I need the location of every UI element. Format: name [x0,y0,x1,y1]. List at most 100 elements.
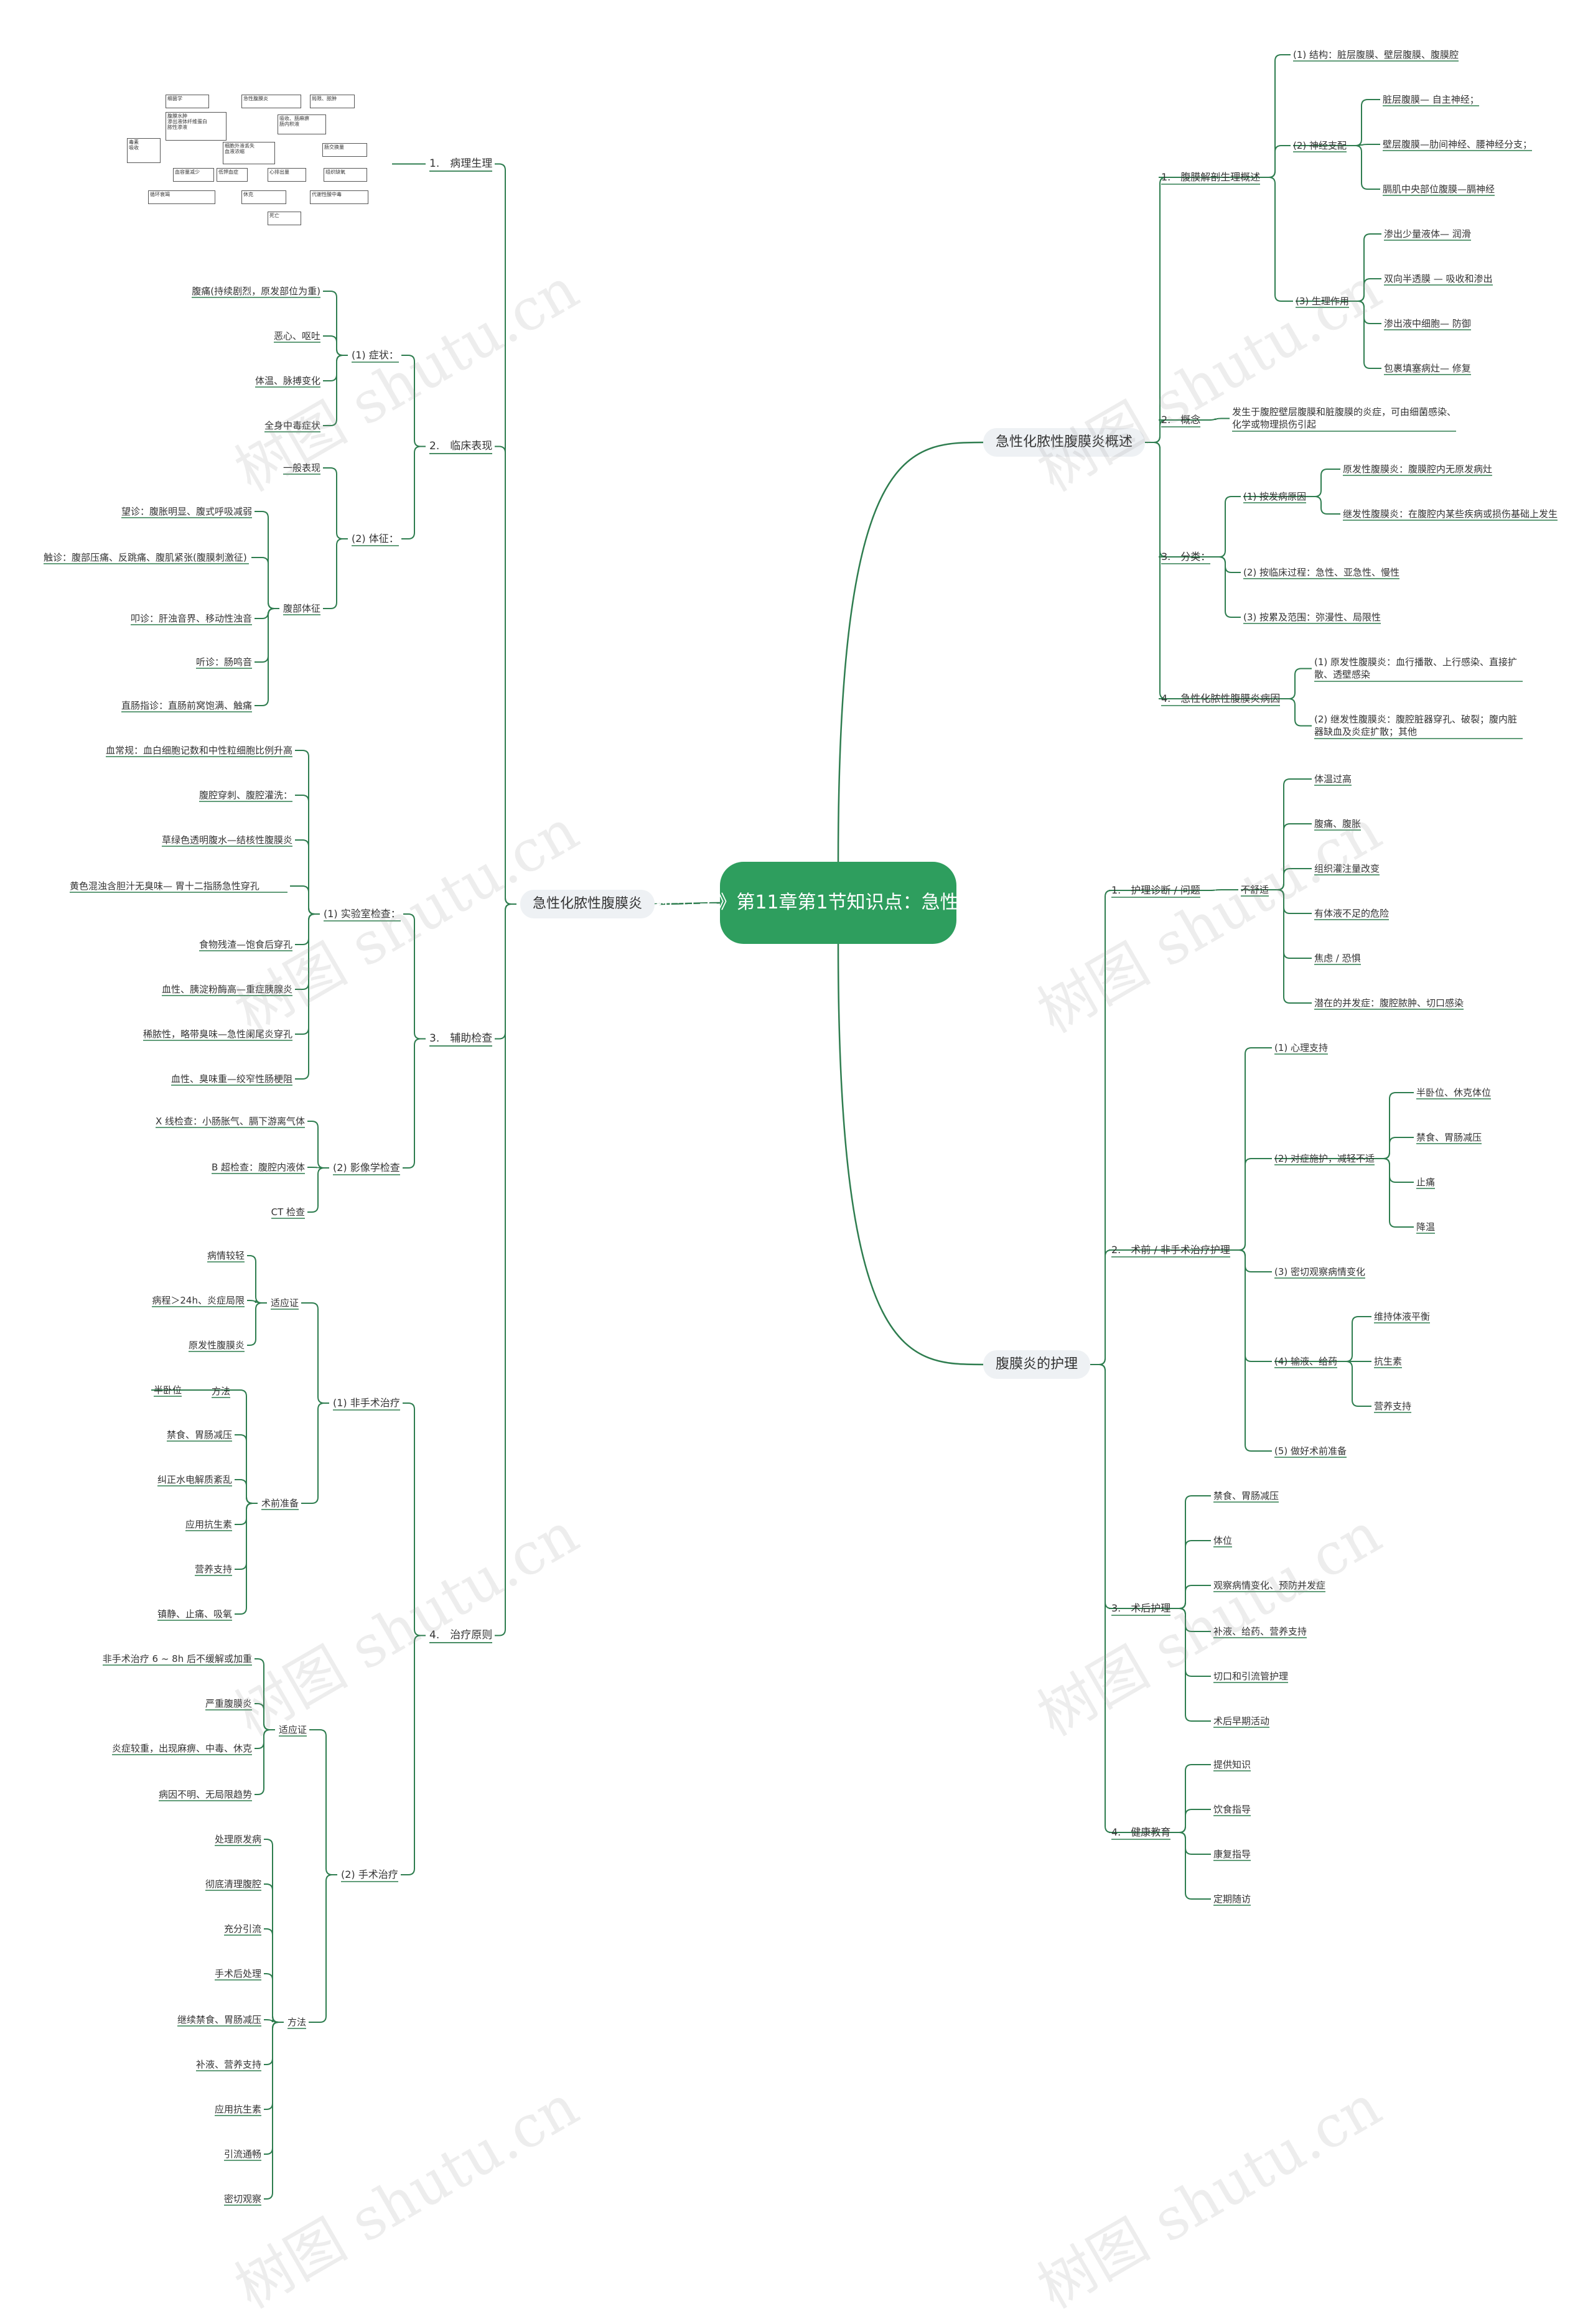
leaf-preop[interactable]: 半卧位 [153,1384,182,1396]
node-abdominal-signs[interactable]: 腹部体征 [283,603,320,614]
leaf-concept-text[interactable]: 发生于腹腔壁层腹膜和脏腹膜的炎症，可由细菌感染、化学或物理损伤引起 [1232,406,1457,431]
leaf-postop[interactable]: 切口和引流管护理 [1213,1671,1289,1682]
leaf-indication[interactable]: 病程＞24h、炎症局限 [152,1295,245,1306]
leaf-surgical-method[interactable]: 充分引流 [223,1923,261,1934]
leaf-education[interactable]: 定期随访 [1213,1893,1251,1905]
leaf-innervation[interactable]: 壁层腹膜—肋间神经、腰神经分支； [1383,139,1533,150]
leaf-preop[interactable]: 应用抗生素 [185,1519,232,1530]
leaf-postop[interactable]: 补液、给药、营养支持 [1213,1626,1307,1637]
leaf-abdominal-sign[interactable]: 听诊：肠鸣音 [195,656,252,668]
leaf-surgical-method[interactable]: 彻底清理腹腔 [205,1878,261,1890]
node-signs[interactable]: (2) 体征： [352,533,399,544]
node-innervation[interactable]: (2) 神经支配 [1293,140,1347,151]
leaf-indication[interactable]: 原发性腹膜炎 [188,1340,245,1351]
node-general-signs[interactable]: 一般表现 [283,462,320,474]
node-imaging[interactable]: (2) 影像学检查 [333,1162,400,1174]
leaf-infusion[interactable]: 抗生素 [1374,1356,1403,1367]
leaf-surgical-indication[interactable]: 病因不明、无局限趋势 [158,1789,252,1800]
leaf-symptom[interactable]: 腹痛(持续剧烈，原发部位为重) [192,286,320,297]
branch-nursing[interactable]: 腹膜炎的护理 [983,1350,1091,1379]
leaf-surgical-indication[interactable]: 炎症较重，出现麻痹、中毒、休克 [111,1743,252,1754]
leaf-imaging[interactable]: B 超检查：腹腔内液体 [211,1162,305,1173]
leaf-diagnosis[interactable]: 腹痛、腹胀 [1314,818,1362,829]
leaf-physiology[interactable]: 渗出少量液体— 润滑 [1384,228,1471,240]
leaf-physiology[interactable]: 包裹填塞病灶— 修复 [1384,363,1471,374]
leaf-secondary[interactable]: 继发性腹膜炎：在腹腔内某些疾病或损伤基础上发生 [1343,508,1558,520]
node-by-course[interactable]: (2) 按临床过程：急性、亚急性、慢性 [1243,567,1400,578]
node-method[interactable]: 方法 [212,1386,231,1397]
leaf-diagnosis[interactable]: 有体液不足的危险 [1314,908,1390,919]
node-discomfort[interactable]: 不舒适 [1241,884,1269,895]
leaf-physiology[interactable]: 渗出液中细胞— 防御 [1384,318,1471,329]
leaf-surgical-method[interactable]: 密切观察 [223,2193,261,2205]
leaf-indication[interactable]: 病情较轻 [207,1250,245,1261]
leaf-infusion[interactable]: 营养支持 [1374,1401,1412,1412]
leaf-symptomatic[interactable]: 禁食、胃肠减压 [1416,1132,1482,1143]
node-by-extent[interactable]: (3) 按累及范围：弥漫性、局限性 [1243,612,1381,623]
node-indications[interactable]: 适应证 [271,1297,299,1309]
leaf-symptom[interactable]: 全身中毒症状 [264,420,320,431]
node-preop-nursing[interactable]: 2. 术前 / 非手术治疗护理 [1111,1244,1230,1256]
leaf-surgical-method[interactable]: 手术后处理 [214,1968,261,1979]
leaf-primary[interactable]: 原发性腹膜炎：腹膜腔内无原发病灶 [1343,464,1493,475]
leaf-preop[interactable]: 镇静、止痛、吸氧 [157,1608,232,1620]
node-lab-tests[interactable]: (1) 实验室检查： [324,908,401,920]
leaf-lab-test[interactable]: 血性、胰淀粉酶高—重症胰腺炎 [161,984,292,995]
leaf-symptom[interactable]: 体温、脉搏变化 [255,375,320,386]
node-physiology[interactable]: (3) 生理作用 [1296,296,1350,307]
leaf-innervation[interactable]: 脏层腹膜— 自主神经； [1383,94,1479,105]
leaf-surgical-method[interactable]: 继续禁食、胃肠减压 [177,2014,261,2025]
leaf-postop[interactable]: 观察病情变化、预防并发症 [1213,1580,1326,1591]
leaf-symptom[interactable]: 恶心、呕吐 [273,330,320,342]
root-topic[interactable]: 《外科护理学》第11章第1节知识点：急性化脓性腹膜炎 [605,862,1071,944]
node-nursing-diagnosis[interactable]: 1. 护理诊断 / 问题 [1111,884,1200,896]
leaf-lab-test[interactable]: 稀脓性，略带臭味—急性阑尾炎穿孔 [142,1029,292,1040]
leaf-education[interactable]: 提供知识 [1213,1759,1251,1770]
leaf-lab-test[interactable]: 血常规：血白细胞记数和中性粒细胞比例升高 [105,745,292,756]
node-treatment-principle[interactable]: 4. 治疗原则 [429,1629,493,1641]
leaf-symptomatic[interactable]: 降温 [1416,1221,1436,1233]
node-auxiliary-exam[interactable]: 3. 辅助检查 [429,1032,493,1045]
node-surgical-method[interactable]: 方法 [287,2017,307,2028]
leaf-surgical-method[interactable]: 补液、营养支持 [195,2059,261,2070]
leaf-lab-test[interactable]: 食物残渣—饱食后穿孔 [199,939,292,950]
leaf-surgical-indication[interactable]: 非手术治疗 6 ~ 8h 后不缓解或加重 [102,1653,252,1664]
branch-overview[interactable]: 急性化脓性腹膜炎概述 [983,428,1146,457]
leaf-diagnosis[interactable]: 焦虑 / 恐惧 [1314,953,1361,964]
node-by-cause[interactable]: (1) 按发病原因 [1243,491,1307,502]
leaf-lab-test[interactable]: 血性、臭味重—绞窄性肠梗阻 [171,1073,292,1085]
leaf-lab-test[interactable]: 腹腔穿刺、腹腔灌洗： [199,790,292,801]
leaf-abdominal-sign[interactable]: 望诊：腹胀明显、腹式呼吸减弱 [121,506,252,517]
leaf-lab-test[interactable]: 草绿色透明腹水—结核性腹膜炎 [161,834,292,846]
leaf-lab-test[interactable]: 黄色混浊含胆汁无臭味— 胃十二指肠急性穿孔 [70,880,259,892]
node-surgical[interactable]: (2) 手术治疗 [341,1869,398,1880]
leaf-preop[interactable]: 营养支持 [194,1564,232,1575]
leaf-diagnosis[interactable]: 组织灌注量改变 [1314,863,1380,874]
node-infusion[interactable]: (4) 输液、给药 [1274,1356,1338,1367]
leaf-physiology[interactable]: 双向半透膜 — 吸收和渗出 [1384,273,1493,284]
leaf-surgical-method[interactable]: 应用抗生素 [214,2104,261,2115]
node-structure[interactable]: (1) 结构：脏层腹膜、壁层腹膜、腹膜腔 [1293,49,1459,60]
leaf-symptomatic[interactable]: 半卧位、休克体位 [1416,1087,1492,1098]
leaf-diagnosis[interactable]: 潜在的并发症：腹腔脓肿、切口感染 [1314,997,1464,1009]
node-preop-ready[interactable]: (5) 做好术前准备 [1274,1445,1347,1457]
node-etiology[interactable]: 4. 急性化脓性腹膜炎病因 [1161,693,1281,704]
node-psych-support[interactable]: (1) 心理支持 [1274,1042,1329,1053]
node-nonsurgical[interactable]: (1) 非手术治疗 [333,1397,400,1409]
node-health-education[interactable]: 4. 健康教育 [1111,1826,1171,1838]
node-concept[interactable]: 2. 概念 [1161,414,1201,426]
leaf-innervation[interactable]: 膈肌中央部位腹膜—膈神经 [1383,184,1495,195]
leaf-diagnosis[interactable]: 体温过高 [1314,773,1352,785]
leaf-postop[interactable]: 术后早期活动 [1213,1715,1270,1727]
node-pathophysiology[interactable]: 1. 病理生理 [429,157,493,170]
leaf-imaging[interactable]: X 线检查：小肠胀气、膈下游离气体 [155,1116,305,1127]
node-clinical-manifestation[interactable]: 2. 临床表现 [429,440,493,452]
leaf-postop[interactable]: 禁食、胃肠减压 [1213,1490,1279,1501]
leaf-abdominal-sign[interactable]: 叩诊：肝浊音界、移动性浊音 [130,613,252,624]
leaf-imaging[interactable]: CT 检查 [271,1206,305,1218]
leaf-abdominal-sign[interactable]: 直肠指诊：直肠前窝饱满、触痛 [121,700,252,711]
leaf-surgical-indication[interactable]: 严重腹膜炎 [205,1698,252,1709]
leaf-preop[interactable]: 禁食、胃肠减压 [166,1429,232,1440]
leaf-etiology-secondary[interactable]: (2) 继发性腹膜炎：腹腔脏器穿孔、破裂；腹内脏器缺血及炎症扩散；其他 [1314,714,1518,738]
leaf-postop[interactable]: 体位 [1213,1535,1233,1546]
